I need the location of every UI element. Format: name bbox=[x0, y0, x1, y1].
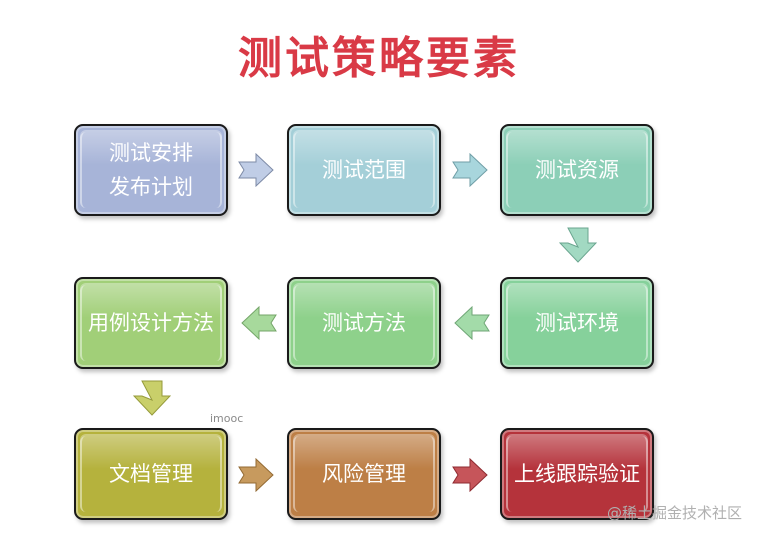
box-risk-management: 风险管理 bbox=[287, 428, 441, 520]
box-test-schedule: 测试安排 发布计划 bbox=[74, 124, 228, 216]
arrow-right-icon bbox=[238, 458, 274, 492]
box-label: 用例设计方法 bbox=[88, 311, 214, 335]
box-test-case-design: 用例设计方法 bbox=[74, 277, 228, 369]
arrow-left-icon bbox=[241, 306, 277, 340]
watermark-text: imooc bbox=[210, 412, 244, 425]
box-label: 文档管理 bbox=[109, 462, 193, 486]
box-label: 上线跟踪验证 bbox=[514, 462, 640, 486]
arrow-right-icon bbox=[238, 153, 274, 187]
box-test-scope: 测试范围 bbox=[287, 124, 441, 216]
box-label: 测试方法 bbox=[322, 311, 406, 335]
arrow-right-icon bbox=[452, 458, 488, 492]
box-test-environment: 测试环境 bbox=[500, 277, 654, 369]
box-label: 测试环境 bbox=[535, 311, 619, 335]
box-label: 测试安排 发布计划 bbox=[109, 141, 193, 199]
box-label: 风险管理 bbox=[322, 462, 406, 486]
box-document-management: 文档管理 bbox=[74, 428, 228, 520]
box-label: 测试资源 bbox=[535, 158, 619, 182]
box-release-tracking: 上线跟踪验证 bbox=[500, 428, 654, 520]
arrow-down-icon bbox=[133, 380, 171, 416]
arrow-left-icon bbox=[454, 306, 490, 340]
box-test-resources: 测试资源 bbox=[500, 124, 654, 216]
arrow-right-icon bbox=[452, 153, 488, 187]
diagram-title: 测试策略要素 bbox=[238, 33, 520, 84]
box-label: 测试范围 bbox=[322, 158, 406, 182]
box-test-methods: 测试方法 bbox=[287, 277, 441, 369]
arrow-down-icon bbox=[559, 227, 597, 263]
corner-watermark: @稀土掘金技术社区 bbox=[606, 504, 742, 522]
